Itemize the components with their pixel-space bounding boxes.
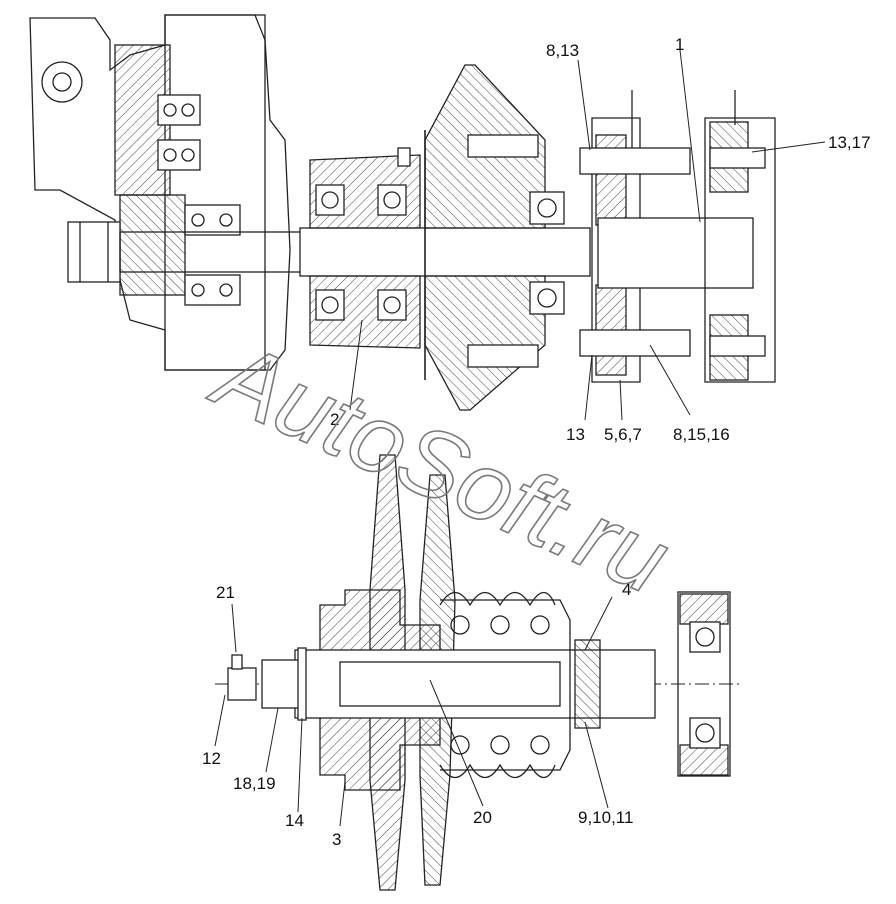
callout-5-6-7: 5,6,7	[604, 425, 642, 444]
housing-bearings	[157, 94, 241, 306]
callout-labels: 8,13 1 13,17 2 13 5,6,7 8,15,16 4 21 12 …	[202, 35, 871, 849]
pulley-bolt-upper	[467, 134, 539, 158]
callout-18-19: 18,19	[233, 774, 276, 793]
callout-8-15-16: 8,15,16	[673, 425, 730, 444]
callout-21: 21	[216, 583, 235, 602]
right-bearing-lower	[689, 717, 721, 749]
callout-13-17: 13,17	[828, 133, 871, 152]
shaft-nut	[67, 221, 121, 283]
housing-wall	[164, 14, 266, 371]
bearing-right-upper	[529, 191, 565, 225]
rb-hatch-lower	[679, 744, 729, 776]
bearing-right-lower	[529, 281, 565, 315]
callout-2: 2	[330, 410, 339, 429]
coupling-disc-left	[591, 117, 641, 383]
rb-hatch-upper	[679, 593, 729, 625]
shaft-collar	[574, 639, 601, 729]
coupling-hub	[597, 217, 754, 289]
right-bolt-lower	[709, 335, 766, 357]
shaft-bore	[339, 661, 561, 707]
bolt-hole-left	[52, 72, 72, 92]
spring-cup	[440, 599, 571, 771]
spring-upper	[439, 591, 556, 607]
callout-1: 1	[675, 35, 684, 54]
upper-assembly	[29, 14, 776, 411]
callout-8-13: 8,13	[546, 41, 579, 60]
coupling-bolt-upper	[579, 147, 691, 175]
bolt-head-left	[41, 61, 83, 103]
bearing-upper-left	[315, 184, 345, 216]
bearing-lower-mid	[377, 289, 407, 321]
grease-fitting	[227, 667, 257, 701]
callout-14: 14	[285, 811, 304, 830]
spring-lower	[439, 763, 556, 779]
callout-13: 13	[566, 425, 585, 444]
callout-20: 20	[473, 808, 492, 827]
callout-9-10-11: 9,10,11	[578, 808, 633, 827]
pulley-lower-sheave	[424, 275, 546, 411]
right-bearing-housing	[677, 591, 731, 777]
bearing-upper-mid	[377, 184, 407, 216]
coupling-bolt-lower	[579, 329, 691, 357]
pulley-bolt-lower	[467, 344, 539, 368]
main-shaft	[299, 227, 591, 277]
leader-lines	[214, 49, 826, 827]
right-bolt-upper	[709, 147, 766, 169]
callout-4: 4	[622, 580, 631, 599]
right-flange	[704, 117, 776, 383]
callout-3: 3	[332, 830, 341, 849]
flange-mid	[119, 194, 186, 296]
grease-nipple	[397, 147, 411, 167]
callout-12: 12	[202, 749, 221, 768]
bearing-lower-left	[315, 289, 345, 321]
end-nut	[261, 659, 303, 709]
right-bearing-upper	[689, 621, 721, 653]
lower-assembly	[215, 454, 740, 891]
washer	[297, 647, 307, 721]
grease-fitting-cap	[231, 654, 243, 670]
